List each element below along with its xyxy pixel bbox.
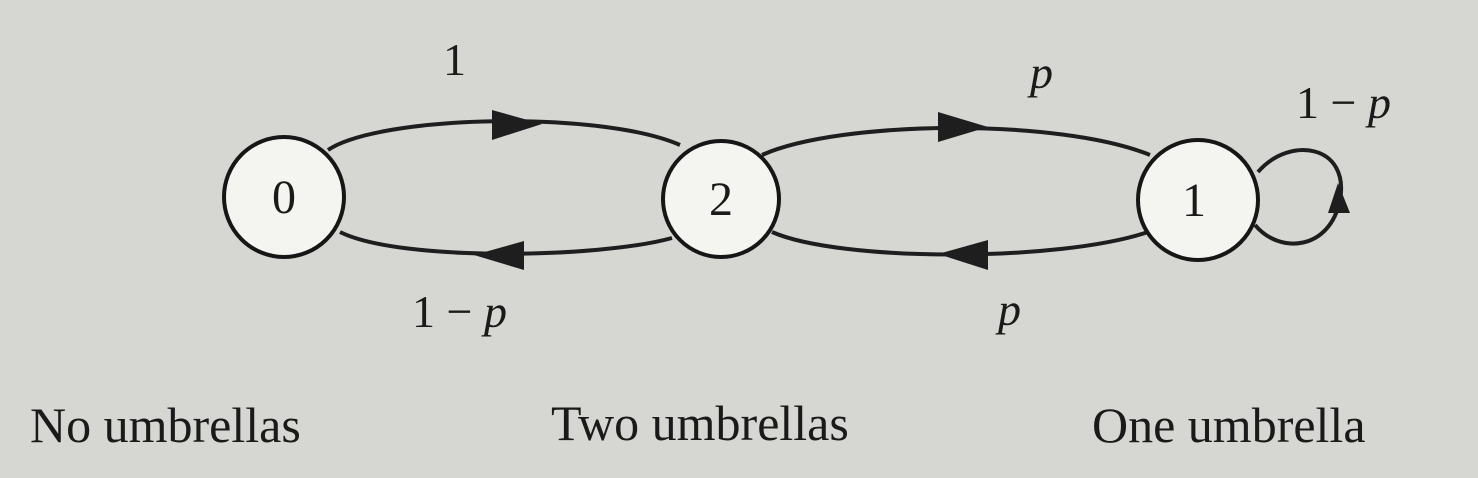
state-node-1-label: 1 xyxy=(1182,174,1206,227)
caption-no-umbrellas: No umbrellas xyxy=(30,397,301,453)
edge-1-to-2-label: p xyxy=(995,284,1021,335)
edge-0-to-2-label: 1 xyxy=(443,34,466,85)
state-node-0-label: 0 xyxy=(272,171,296,224)
caption-one-umbrella: One umbrella xyxy=(1092,397,1366,453)
state-node-1: 1 xyxy=(1136,138,1260,262)
state-node-2: 2 xyxy=(661,139,781,259)
edge-1-self-loop xyxy=(1253,148,1344,246)
edge-0-to-2-arrowhead xyxy=(492,110,542,140)
edge-2-to-0-label: 1 − p xyxy=(412,286,507,337)
edge-2-to-1-label: p xyxy=(1027,47,1053,98)
state-node-2-label: 2 xyxy=(709,173,733,226)
edge-1-self-loop-label: 1 − p xyxy=(1296,77,1391,128)
state-node-0: 0 xyxy=(222,135,346,259)
edge-1-to-2-arrowhead xyxy=(938,240,988,270)
edge-2-to-1-arrowhead xyxy=(938,112,988,142)
edge-2-to-0-arrowhead xyxy=(474,241,524,270)
caption-two-umbrellas: Two umbrellas xyxy=(551,395,849,451)
edge-1-self-loop-arrowhead xyxy=(1328,183,1350,213)
